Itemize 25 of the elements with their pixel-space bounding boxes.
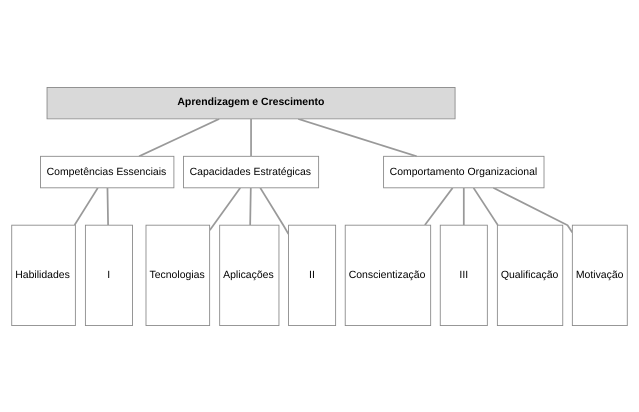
- connector: [106, 187, 109, 225]
- connector: [462, 187, 465, 225]
- node-box: Motivação: [572, 224, 628, 326]
- node-box: Aplicações: [219, 224, 280, 326]
- node-box: II: [288, 224, 336, 326]
- connector: [424, 186, 454, 226]
- node-box: Qualificação: [496, 224, 564, 326]
- connector: [249, 187, 252, 225]
- connector: [472, 186, 499, 225]
- connector: [259, 186, 290, 234]
- connector: [74, 186, 99, 225]
- connector: [250, 118, 252, 156]
- connector: [209, 186, 241, 230]
- node-box: Aprendizagem e Crescimento: [46, 86, 456, 119]
- node-box: I: [84, 224, 133, 326]
- node-box: Conscientização: [344, 224, 432, 326]
- node-box: Tecnologias: [146, 224, 210, 326]
- node-box: Competências Essenciais: [40, 155, 174, 188]
- node-box: III: [440, 224, 488, 326]
- node-box: Capacidades Estratégicas: [183, 155, 320, 188]
- connector: [138, 118, 220, 157]
- node-box: Comportamento Organizacional: [383, 155, 544, 188]
- node-box: Habilidades: [11, 224, 76, 326]
- connector: [298, 118, 417, 157]
- connector: [492, 186, 574, 232]
